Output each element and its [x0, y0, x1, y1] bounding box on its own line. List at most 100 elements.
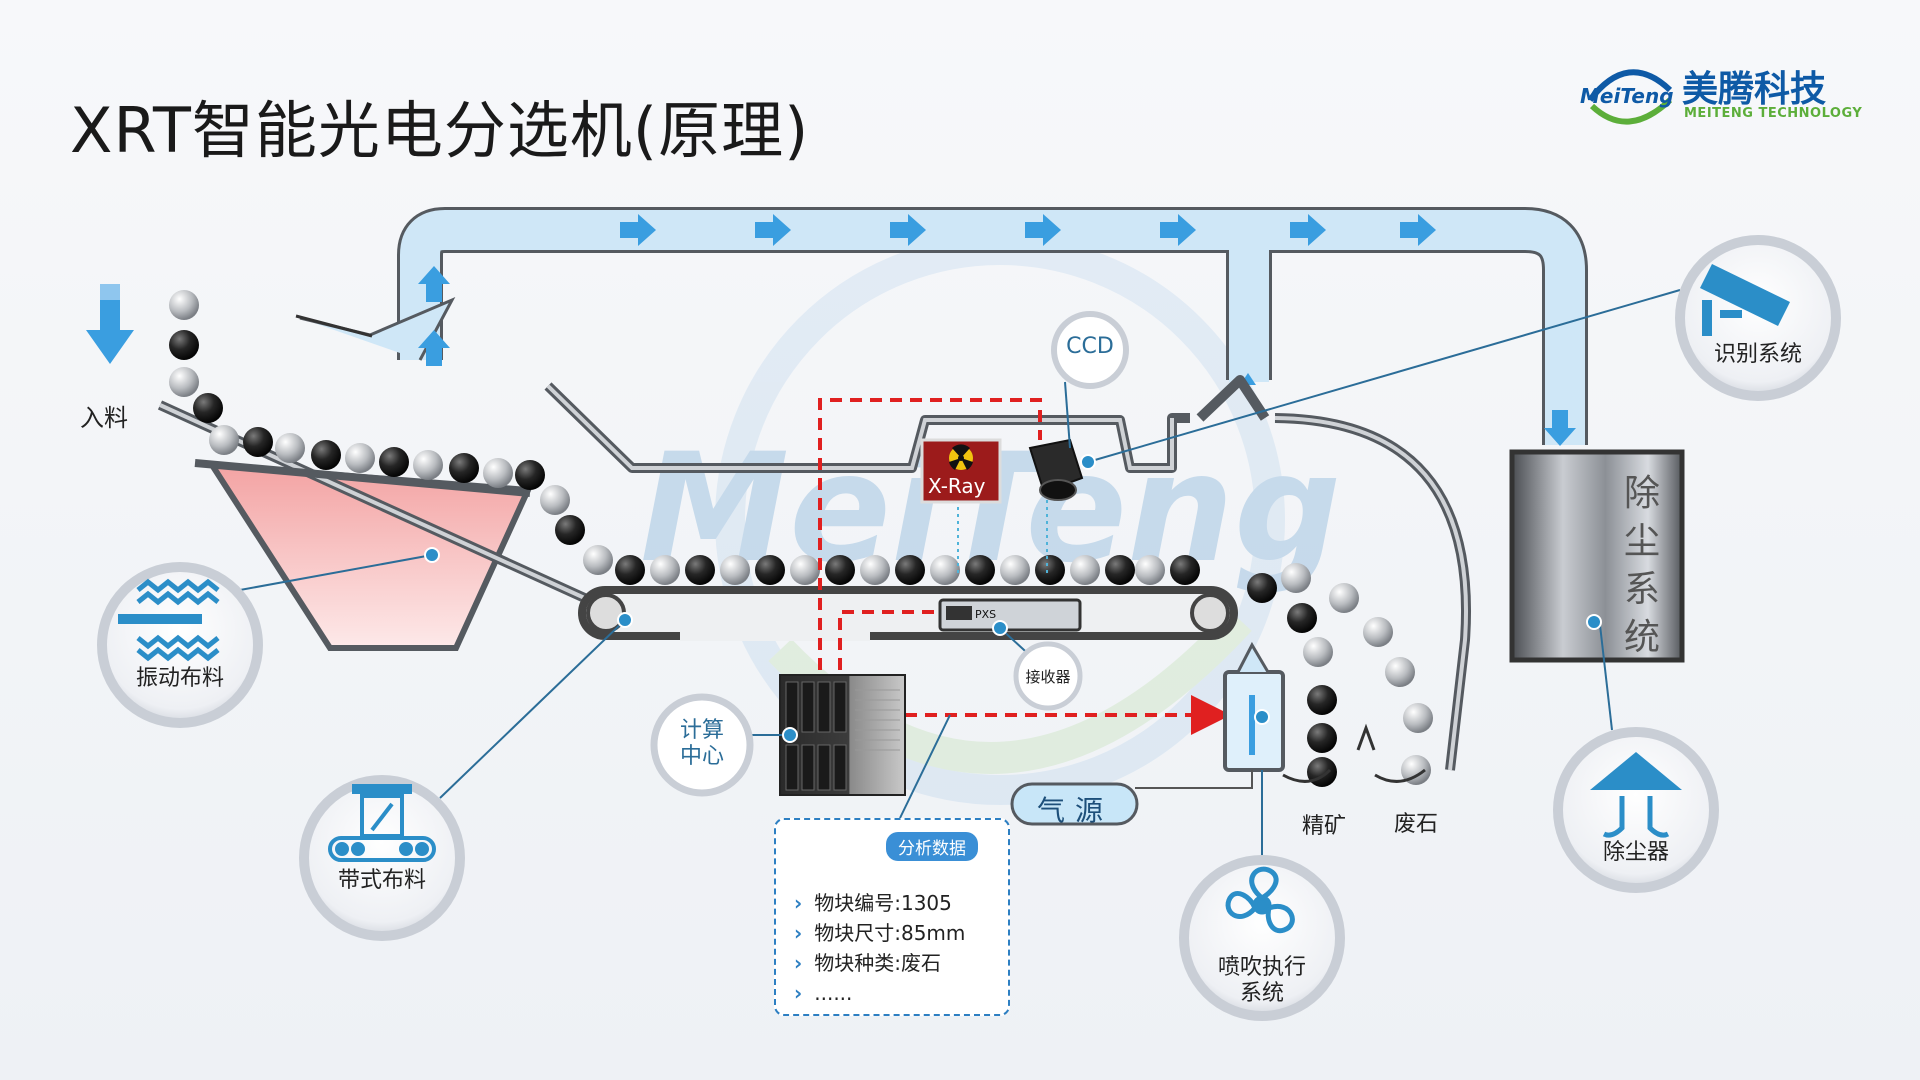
analysis-item: ...... [794, 978, 965, 1008]
dust-collector-label: 除尘器 [1602, 840, 1669, 865]
ore-particle-dark [311, 440, 341, 470]
ore-particle-light [650, 555, 680, 585]
ore-particle-dark [825, 555, 855, 585]
ore-particle-dark [1247, 573, 1277, 603]
ore-particle-dark [515, 460, 545, 490]
ore-particle-dark [1035, 555, 1065, 585]
analysis-tag: 分析数据 [886, 832, 978, 861]
vibration-feed-label: 振动布料 [135, 666, 224, 691]
ore-particle-dark [1307, 757, 1337, 787]
duct-arrows [418, 214, 1576, 446]
ore-particle-light [1281, 563, 1311, 593]
ore-particle-dark [1307, 723, 1337, 753]
analysis-item: 物块编号:1305 [794, 888, 965, 918]
ore-particles [169, 290, 1433, 787]
air-source-label: 气源 [1036, 794, 1113, 827]
wave-icon [118, 578, 220, 662]
logo-icon [1587, 69, 1673, 125]
logo-mark: MeiTeng [1580, 84, 1674, 108]
ccd-camera [1028, 438, 1084, 501]
svg-text:PXS: PXS [975, 608, 996, 621]
conveyor-belt [578, 586, 1238, 641]
ore-particle-dark [895, 555, 925, 585]
jet-execution-label: 喷吹执行 系统 [1182, 955, 1342, 1007]
ore-particle-light [1000, 555, 1030, 585]
computing-server [779, 674, 906, 796]
jet-execution-line2: 系统 [1239, 981, 1284, 1006]
camera-icon [1700, 264, 1790, 336]
xray-label: X-Ray [928, 474, 986, 498]
ore-particle-dark [169, 330, 199, 360]
module-circles [97, 235, 1841, 1021]
page-title: XRT智能光电分选机(原理) [70, 94, 810, 167]
sensor-beams [957, 500, 1048, 575]
ore-particle-dark [379, 447, 409, 477]
compute-center-line1: 计算 [679, 718, 724, 743]
compute-center-label: 计算 中心 [662, 718, 742, 770]
fan-icon [1225, 866, 1295, 934]
callout-dots [424, 454, 1602, 743]
feed-label: 入料 [80, 404, 128, 432]
ore-particle-light [169, 367, 199, 397]
feed-arrow [86, 284, 134, 364]
ore-particle-light [860, 555, 890, 585]
ore-particle-light [930, 555, 960, 585]
ore-particle-light [1401, 755, 1431, 785]
concentrate-label: 精矿 [1301, 814, 1346, 839]
air-source [1010, 782, 1139, 826]
ore-particle-dark [1307, 685, 1337, 715]
ore-particle-dark [615, 555, 645, 585]
ore-particle-light [583, 545, 613, 575]
jet-execution-line1: 喷吹执行 [1217, 955, 1306, 980]
ore-particle-light [413, 450, 443, 480]
dust-collector-icon [1590, 752, 1682, 838]
ore-particle-dark [243, 427, 273, 457]
ore-particle-light [1135, 555, 1165, 585]
xray-source [920, 438, 1002, 504]
logo-cn: 美腾科技 [1682, 69, 1827, 110]
waste-label: 废石 [1393, 812, 1438, 837]
signal-path [818, 398, 1231, 735]
ore-particle-light [483, 458, 513, 488]
ore-particle-light [1303, 637, 1333, 667]
ore-particle-light [345, 443, 375, 473]
hood-structure-inner [546, 384, 1174, 470]
brand-logo: MeiTeng 美腾科技 MEITENG TECHNOLOGY [1580, 60, 1880, 130]
ore-particle-light [790, 555, 820, 585]
ore-particle-light [1363, 617, 1393, 647]
ore-particle-dark [193, 393, 223, 423]
receiver-label: 接收器 [1025, 668, 1071, 686]
splitters [1282, 723, 1426, 783]
ore-particle-dark [755, 555, 785, 585]
ore-particle-light [1070, 555, 1100, 585]
receiver-device: PXS [938, 598, 1082, 632]
belt-feeder-icon [328, 784, 436, 862]
air-duct [295, 207, 1588, 445]
ore-particle-dark [1105, 555, 1135, 585]
ore-particle-dark [555, 515, 585, 545]
ore-particle-light [1329, 583, 1359, 613]
analysis-data-panel: 分析数据 物块编号:1305 物块尺寸:85mm 物块种类:废石 ...... [774, 818, 1010, 1016]
callout-lines [239, 289, 1681, 860]
recognition-label: 识别系统 [1713, 342, 1802, 367]
ore-particle-light [720, 555, 750, 585]
ccd-label: CCD [1066, 334, 1114, 359]
belt-feed-label: 带式布料 [337, 868, 426, 893]
analysis-list: 物块编号:1305 物块尺寸:85mm 物块种类:废石 ...... [794, 888, 965, 1008]
ore-particle-dark [685, 555, 715, 585]
ore-particle-light [1385, 657, 1415, 687]
logo-en: MEITENG TECHNOLOGY [1684, 106, 1863, 121]
ore-particle-dark [449, 453, 479, 483]
analysis-item: 物块种类:废石 [794, 948, 965, 978]
dust-system-label: 除尘系统 [1623, 473, 1660, 658]
ore-particle-light [209, 425, 239, 455]
compute-center-line2: 中心 [679, 744, 724, 769]
ore-particle-light [169, 290, 199, 320]
jet-valve [1135, 641, 1285, 789]
ore-particle-dark [1287, 603, 1317, 633]
ore-particle-dark [1170, 555, 1200, 585]
ore-particle-dark [965, 555, 995, 585]
ore-particle-light [275, 433, 305, 463]
